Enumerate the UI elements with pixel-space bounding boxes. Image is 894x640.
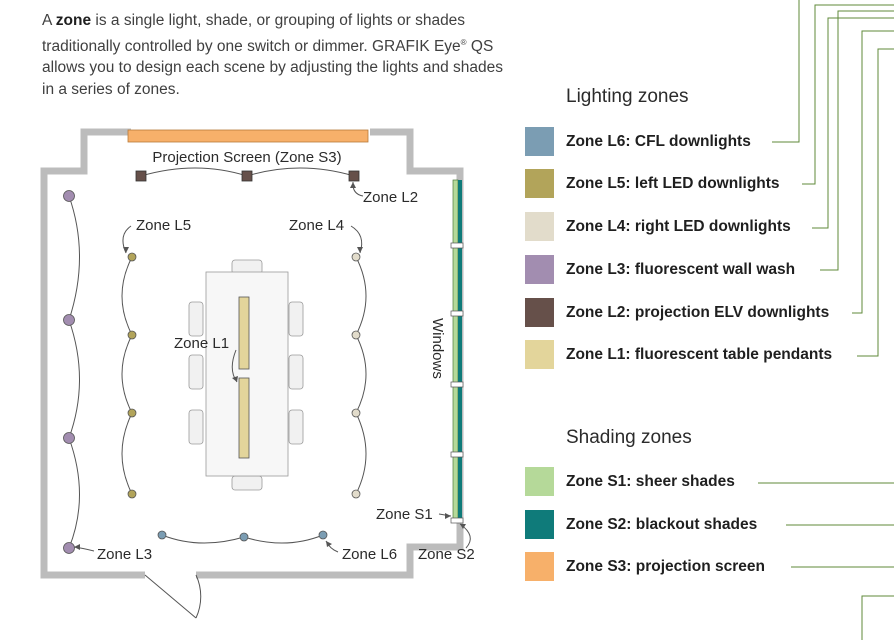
legend-label-l5: Zone L5: left LED downlights [566,175,780,192]
intro-suffix: QS allows you to design each scene by ad… [42,37,503,98]
swatch-l4 [525,212,554,241]
swatch-l6 [525,127,554,156]
legend-label-l3: Zone L3: fluorescent wall wash [566,261,796,278]
zone-s2-label: Zone S2 [418,546,475,563]
windows-label: Windows [429,318,446,379]
zone-l6-label: Zone L6 [342,546,397,563]
legend-label-l2: Zone L2: projection ELV downlights [566,304,830,321]
legend-label-l4: Zone L4: right LED downlights [566,218,791,235]
lighting-zones-title: Lighting zones [566,86,689,107]
legend-label-s3: Zone S3: projection screen [566,558,765,575]
swatch-l5 [525,169,554,198]
zone-l5-fixtures [127,252,137,499]
swatch-l1 [525,340,554,369]
swatch-s1 [525,467,554,496]
zone-l4-circuit [355,256,367,495]
intro-body: is a single light, shade, or grouping of… [42,12,466,55]
legend-label-l6: Zone L6: CFL downlights [566,133,751,150]
zone-l2-label: Zone L2 [363,189,418,206]
intro-paragraph: A zone is a single light, shade, or grou… [42,10,512,100]
zone-l4-fixtures [351,252,361,499]
zone-l6-fixtures [157,530,328,542]
intro-term: zone [55,12,92,29]
shading-zones-title: Shading zones [566,427,692,448]
zone-l3-circuit [68,195,80,549]
legend-label-l1: Zone L1: fluorescent table pendants [566,346,833,363]
swatch-l3 [525,255,554,284]
zone-l3-label: Zone L3 [97,546,152,563]
intro-prefix: A [42,12,56,29]
projection-screen-bar [127,129,369,143]
zone-l5-circuit [121,256,133,495]
swatch-l2 [525,298,554,327]
zone-s1-label: Zone S1 [376,506,433,523]
pointer-arrowheads [74,182,466,550]
leader-lines [758,0,894,640]
window-shades [450,179,464,524]
zone-l4-label: Zone L4 [289,217,344,234]
zone-l3-fixtures [63,190,75,554]
zone-l2-fixtures [135,170,360,182]
swatch-s3 [525,552,554,581]
zone-l1-pendants [238,296,250,459]
legend-label-s2: Zone S2: blackout shades [566,516,758,533]
zone-l1-label: Zone L1 [174,335,229,352]
projection-screen-label: Projection Screen (Zone S3) [152,149,341,166]
legend-label-s1: Zone S1: sheer shades [566,473,735,490]
swatch-s2 [525,510,554,539]
door [144,574,202,619]
zone-l5-label: Zone L5 [136,217,191,234]
registered-mark: ® [460,37,467,47]
